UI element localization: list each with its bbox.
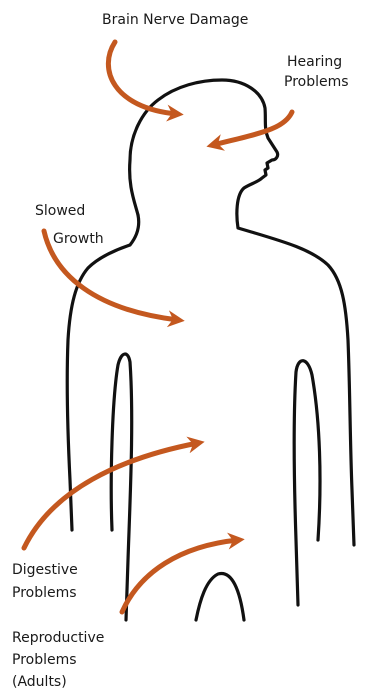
label-reproductive-line-3: (Adults) — [12, 674, 67, 690]
label-slowed-line-2: Growth — [53, 231, 104, 247]
label-reproductive-line-2: Problems — [12, 652, 77, 668]
label-hearing-line-1: Hearing — [287, 54, 342, 70]
label-brain-nerve-damage: Brain Nerve Damage — [102, 12, 248, 28]
arrows — [24, 42, 292, 612]
label-digestive-line-1: Digestive — [12, 562, 78, 578]
left-inner-arm-outline — [111, 354, 131, 620]
reproductive-arrow — [122, 540, 238, 612]
hearing-arrow — [213, 112, 292, 145]
label-reproductive-line-1: Reproductive — [12, 630, 104, 646]
brain-arrow — [108, 42, 177, 114]
crotch-outline — [196, 573, 244, 620]
label-digestive-line-2: Problems — [12, 585, 77, 601]
left-shoulder-and-arm-outline — [67, 215, 139, 530]
label-hearing-line-2: Problems — [284, 74, 349, 90]
label-slowed-line-1: Slowed — [35, 203, 85, 219]
right-inner-arm-outline — [294, 361, 320, 605]
body-outline — [67, 80, 354, 620]
